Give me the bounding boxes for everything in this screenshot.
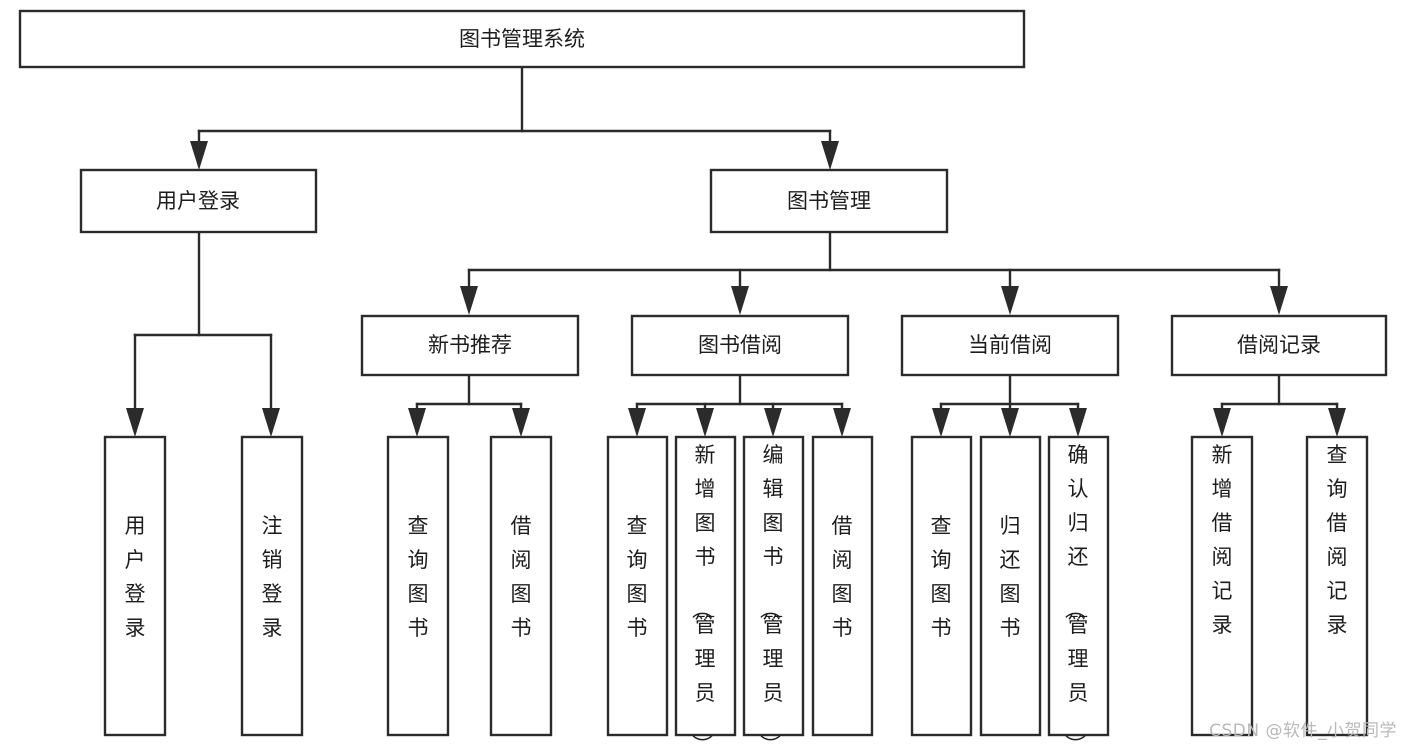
node-book-manage-box[interactable]	[709, 168, 949, 234]
arrow-head-br-leaf-2	[1328, 408, 1346, 437]
leaf-node-bb-query-book-box[interactable]	[606, 435, 669, 737]
leaf-node-bb-edit-book[interactable]: 编辑图书（管理员）	[742, 435, 805, 747]
node-book-borrow-label: 图书借阅	[698, 333, 782, 357]
node-root-label: 图书管理系统	[459, 27, 585, 51]
leaf-node-logout[interactable]: 注销登录	[240, 435, 304, 737]
leaf-node-br-add-record-box[interactable]	[1190, 435, 1254, 737]
leaf-node-bb-add-book[interactable]: 新增图书（管理员）	[674, 435, 737, 747]
arrow-head-nbr-leaf-1	[408, 408, 426, 437]
leaf-node-bb-borrow-book-label: 借阅图书	[832, 514, 853, 640]
leaf-node-bb-edit-book-box[interactable]	[742, 435, 805, 737]
arrow-head-user-login	[190, 141, 208, 170]
node-root[interactable]: 图书管理系统	[18, 9, 1026, 69]
node-book-manage-label: 图书管理	[787, 189, 871, 213]
node-current-borrow-label: 当前借阅	[968, 333, 1052, 357]
leaf-node-nbr-borrow-book[interactable]: 借阅图书	[489, 435, 553, 737]
arrow-head-leaf-user-login	[126, 408, 144, 437]
node-book-borrow-box[interactable]	[630, 314, 850, 377]
arrow-head-bb-leaf-2	[696, 408, 714, 437]
csdn-watermark: CSDN @软件_小贺同学	[1209, 721, 1397, 741]
leaf-node-nbr-query-book-label: 查询图书	[408, 514, 429, 640]
leaf-node-br-query-record[interactable]: 查询借阅记录	[1305, 435, 1369, 737]
arrow-head-bb-leaf-1	[628, 408, 646, 437]
node-borrow-record-box[interactable]	[1170, 314, 1388, 377]
leaf-node-nbr-query-book[interactable]: 查询图书	[386, 435, 450, 737]
leaf-node-user-login-box[interactable]	[103, 435, 167, 737]
leaf-node-cb-query-book[interactable]: 查询图书	[910, 435, 973, 737]
arrow-head-leaf-logout	[262, 408, 280, 437]
leaf-node-cb-query-book-label: 查询图书	[931, 514, 952, 640]
leaf-node-cb-confirm-return-label: 确认归还（管理员）	[1063, 443, 1089, 747]
leaf-node-nbr-borrow-book-box[interactable]	[489, 435, 553, 737]
leaf-node-nbr-query-book-box[interactable]	[386, 435, 450, 737]
leaf-node-bb-query-book-label: 查询图书	[627, 514, 648, 640]
leaf-node-logout-box[interactable]	[240, 435, 304, 737]
leaf-node-bb-borrow-book-box[interactable]	[811, 435, 874, 737]
leaf-node-br-add-record[interactable]: 新增借阅记录	[1190, 435, 1254, 737]
connector-group	[126, 65, 1346, 437]
node-new-book-recommend-box[interactable]	[360, 314, 580, 377]
leaf-node-br-query-record-label: 查询借阅记录	[1327, 443, 1348, 637]
arrow-head-cb-leaf-2	[1001, 408, 1019, 437]
arrow-head-book-borrow	[731, 286, 749, 315]
leaf-node-bb-query-book[interactable]: 查询图书	[606, 435, 669, 737]
leaf-node-cb-return-book[interactable]: 归还图书	[979, 435, 1042, 737]
arrow-head-borrow-record	[1270, 286, 1288, 315]
leaf-node-cb-confirm-return[interactable]: 确认归还（管理员）	[1047, 435, 1110, 747]
node-book-borrow[interactable]: 图书借阅	[630, 314, 850, 377]
leaf-node-cb-return-book-box[interactable]	[979, 435, 1042, 737]
leaf-node-bb-borrow-book[interactable]: 借阅图书	[811, 435, 874, 737]
node-new-book-recommend-label: 新书推荐	[428, 333, 512, 357]
node-root-box[interactable]	[18, 9, 1026, 69]
leaf-node-cb-return-book-label: 归还图书	[1000, 514, 1021, 640]
arrow-head-current-borrow	[1001, 286, 1019, 315]
leaf-node-bb-edit-book-label: 编辑图书（管理员）	[758, 443, 784, 747]
node-borrow-record-label: 借阅记录	[1237, 333, 1321, 357]
node-current-borrow[interactable]: 当前借阅	[900, 314, 1120, 377]
leaf-node-bb-add-book-label: 新增图书（管理员）	[690, 443, 716, 747]
node-user-login-box[interactable]	[79, 168, 318, 234]
leaf-node-user-login-label: 用户登录	[125, 514, 146, 640]
leaf-node-user-login[interactable]: 用户登录	[103, 435, 167, 737]
leaf-node-br-query-record-box[interactable]	[1305, 435, 1369, 737]
leaf-node-nbr-borrow-book-label: 借阅图书	[511, 514, 532, 640]
arrow-head-new-book-recommend	[460, 286, 478, 315]
arrow-head-book-manage	[821, 141, 839, 170]
node-user-login[interactable]: 用户登录	[79, 168, 318, 234]
arrow-head-bb-leaf-4	[833, 408, 851, 437]
node-user-login-label: 用户登录	[156, 189, 240, 213]
node-new-book-recommend[interactable]: 新书推荐	[360, 314, 580, 377]
leaf-node-cb-confirm-return-box[interactable]	[1047, 435, 1110, 737]
arrow-head-cb-leaf-3	[1069, 408, 1087, 437]
node-book-manage[interactable]: 图书管理	[709, 168, 949, 234]
node-current-borrow-box[interactable]	[900, 314, 1120, 377]
arrow-head-br-leaf-1	[1213, 408, 1231, 437]
leaf-node-cb-query-book-box[interactable]	[910, 435, 973, 737]
node-borrow-record[interactable]: 借阅记录	[1170, 314, 1388, 377]
arrow-head-bb-leaf-3	[764, 408, 782, 437]
arrow-head-nbr-leaf-2	[512, 408, 530, 437]
arrow-head-cb-leaf-1	[932, 408, 950, 437]
leaf-node-logout-label: 注销登录	[262, 514, 283, 640]
leaf-node-bb-add-book-box[interactable]	[674, 435, 737, 737]
leaf-node-br-add-record-label: 新增借阅记录	[1212, 443, 1233, 637]
